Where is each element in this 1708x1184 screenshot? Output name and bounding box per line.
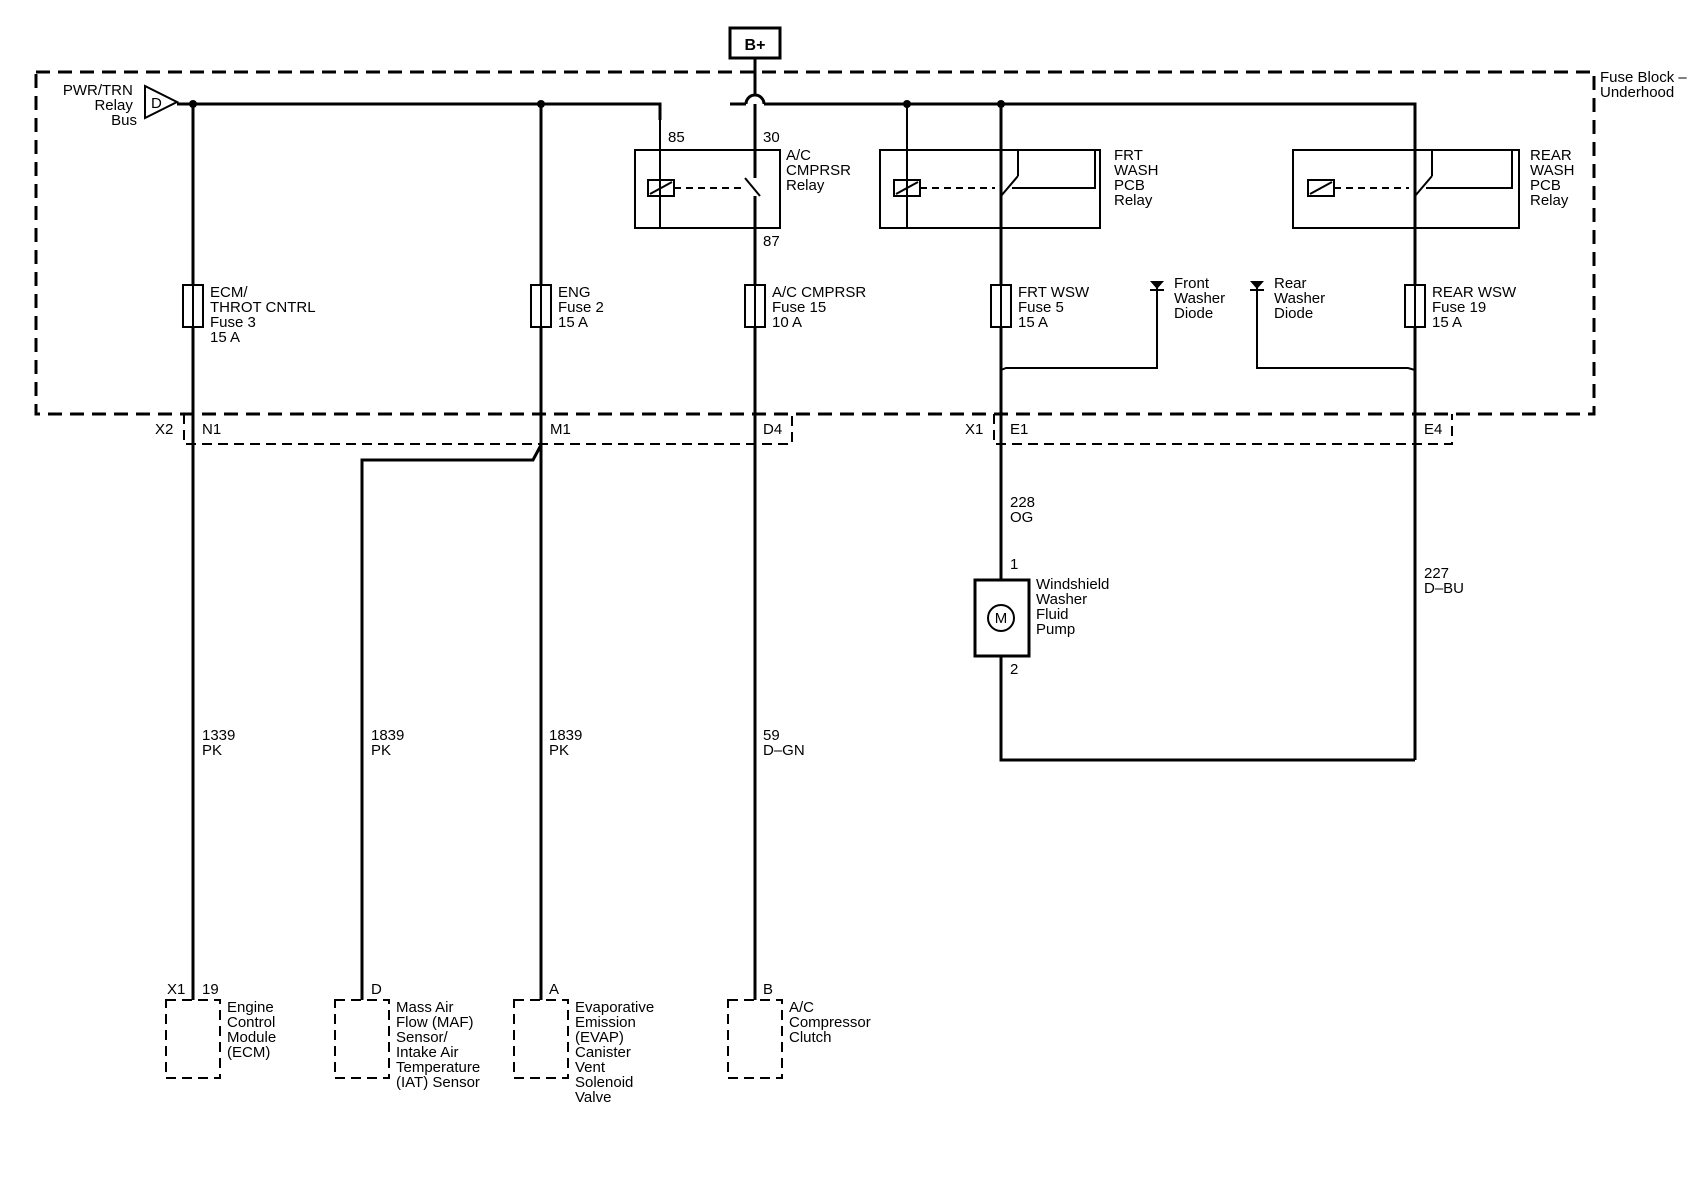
washer-pump-label: Windshield Washer Fluid Pump bbox=[1036, 576, 1114, 638]
ac-relay-box bbox=[634, 149, 781, 229]
relay-bus-connector: D bbox=[151, 95, 162, 112]
ecm-component bbox=[165, 999, 221, 1079]
maf-pin-label: D bbox=[371, 981, 382, 998]
rear-relay-label: REAR WASH PCB Relay bbox=[1530, 147, 1579, 209]
evap-pin-label: A bbox=[549, 981, 559, 998]
rear-diode-label: Rear Washer Diode bbox=[1274, 275, 1329, 322]
wire-1339-label: 1339 PK bbox=[202, 727, 240, 759]
rear-relay-box bbox=[1292, 149, 1520, 229]
relay-bus-arrow bbox=[144, 84, 180, 120]
maf-component bbox=[334, 999, 390, 1079]
ac-clutch-component bbox=[727, 999, 783, 1079]
bus-line-left bbox=[177, 102, 662, 120]
washer-pump-pin-1: 1 bbox=[1010, 556, 1018, 573]
wire-1839-maf-label: 1839 PK bbox=[371, 727, 409, 759]
wire-59-label: 59 D–GN bbox=[763, 727, 805, 759]
connector-x2 bbox=[183, 414, 793, 445]
connector-x2-label: X2 bbox=[155, 421, 173, 438]
washer-pump-motor bbox=[987, 604, 1015, 632]
washer-pump-pin-2: 2 bbox=[1010, 661, 1018, 678]
ecm-pin-label: 19 bbox=[202, 981, 219, 998]
fuse-frt-wsw-label: FRT WSW Fuse 5 15 A bbox=[1018, 284, 1093, 331]
ac-relay-label: A/C CMPRSR Relay bbox=[786, 147, 855, 194]
wire-227-label: 227 D–BU bbox=[1424, 565, 1464, 597]
battery-label: B+ bbox=[745, 37, 766, 54]
frt-relay-switch bbox=[1000, 175, 1019, 197]
evap-label: Evaporative Emission (EVAP) Canister Ven… bbox=[575, 999, 658, 1106]
front-washer-diode bbox=[1150, 281, 1164, 289]
fuse-rear-wsw-label: REAR WSW Fuse 19 15 A bbox=[1432, 284, 1520, 331]
connector-x1 bbox=[993, 414, 1453, 445]
wire-1839-maf bbox=[360, 444, 543, 1000]
wire-1839-evap-label: 1839 PK bbox=[549, 727, 587, 759]
ecm-connector-label: X1 bbox=[167, 981, 185, 998]
fuse-ecm-label: ECM/ THROT CNTRL Fuse 3 15 A bbox=[210, 284, 319, 346]
bus-line-right bbox=[730, 102, 1417, 148]
ac-relay-pin-30: 30 bbox=[763, 129, 780, 146]
front-diode-wire bbox=[1000, 288, 1158, 371]
ac-relay-pin-87: 87 bbox=[763, 233, 780, 250]
connector-e4-label: E4 bbox=[1424, 421, 1442, 438]
rear-diode-wire bbox=[1256, 288, 1416, 371]
ac-clutch-label: A/C Compressor Clutch bbox=[789, 999, 875, 1046]
connector-e1-label: E1 bbox=[1010, 421, 1028, 438]
connector-x1-label: X1 bbox=[965, 421, 983, 438]
connector-m1-label: M1 bbox=[550, 421, 571, 438]
washer-pump-symbol: M bbox=[995, 610, 1008, 627]
rear-washer-diode bbox=[1250, 281, 1264, 289]
fuse-block-boundary bbox=[34, 70, 1596, 416]
ac-clutch-pin-label: B bbox=[763, 981, 773, 998]
bus-crossover bbox=[744, 93, 766, 105]
evap-component bbox=[513, 999, 569, 1079]
wire-228-label: 228 OG bbox=[1010, 494, 1039, 526]
connector-d4-label: D4 bbox=[763, 421, 782, 438]
maf-label: Mass Air Flow (MAF) Sensor/ Intake Air T… bbox=[396, 999, 484, 1091]
ac-relay-switch bbox=[744, 177, 761, 197]
pump-ground-loop bbox=[999, 656, 1415, 762]
frt-relay-label: FRT WASH PCB Relay bbox=[1114, 147, 1163, 209]
relay-bus-label: PWR/TRN Relay Bus bbox=[63, 82, 137, 129]
ac-relay-pin-85: 85 bbox=[668, 129, 685, 146]
frt-relay-box bbox=[879, 149, 1101, 229]
fuse-block-label: Fuse Block – Underhood bbox=[1600, 69, 1691, 101]
connector-n1-label: N1 bbox=[202, 421, 221, 438]
ecm-label: Engine Control Module (ECM) bbox=[227, 999, 280, 1061]
rear-relay-switch bbox=[1414, 175, 1433, 197]
front-diode-label: Front Washer Diode bbox=[1174, 275, 1229, 322]
fuse-eng-label: ENG Fuse 2 15 A bbox=[558, 284, 608, 331]
fuse-ac-label: A/C CMPRSR Fuse 15 10 A bbox=[772, 284, 870, 331]
